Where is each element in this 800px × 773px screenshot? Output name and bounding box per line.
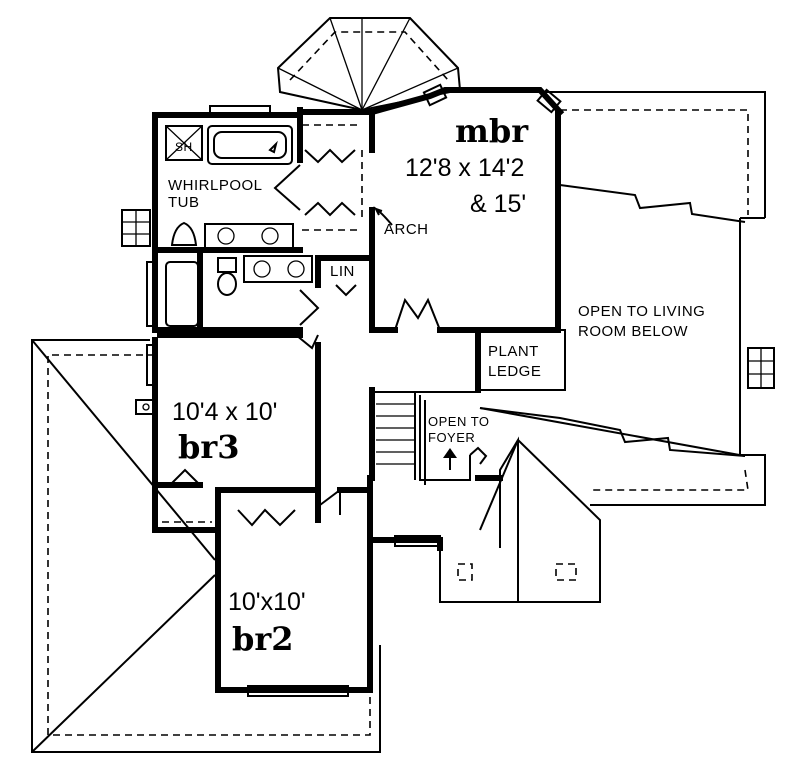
linen-label: LIN [330, 263, 355, 280]
br3-room-name: br3 [178, 428, 240, 466]
br2-size: 10'x10' [228, 588, 306, 616]
plant-ledge-line1: PLANT [488, 343, 539, 360]
staircase [369, 387, 488, 485]
open-living-line1: OPEN TO LIVING [578, 303, 705, 320]
right-roof-outline [479, 91, 766, 506]
br3-size: 10'4 x 10' [172, 398, 277, 426]
mbr-room-name: mbr [455, 112, 529, 150]
bath-fixtures [165, 125, 313, 327]
whirlpool-label-line1: WHIRLPOOL [168, 177, 263, 194]
foyer-roof [439, 436, 601, 603]
whirlpool-label-line2: TUB [168, 194, 200, 211]
open-foyer-line2: FOYER [428, 430, 475, 445]
mbr-size-line2: & 15' [470, 190, 526, 218]
windows [146, 83, 562, 697]
open-living-line2: ROOM BELOW [578, 323, 688, 340]
shower-label: SH [175, 140, 193, 154]
doors-and-closets [162, 124, 441, 527]
bay-roof [276, 17, 462, 112]
chimney-right [747, 347, 775, 389]
open-foyer-line1: OPEN TO [428, 414, 490, 429]
chimney-left [121, 209, 151, 247]
arch-label: ARCH [384, 221, 429, 238]
plant-ledge-line2: LEDGE [488, 363, 541, 380]
mbr-size-line1: 12'8 x 14'2 [405, 154, 524, 182]
left-roof-outline [31, 339, 381, 753]
br2-room-name: br2 [232, 620, 294, 658]
